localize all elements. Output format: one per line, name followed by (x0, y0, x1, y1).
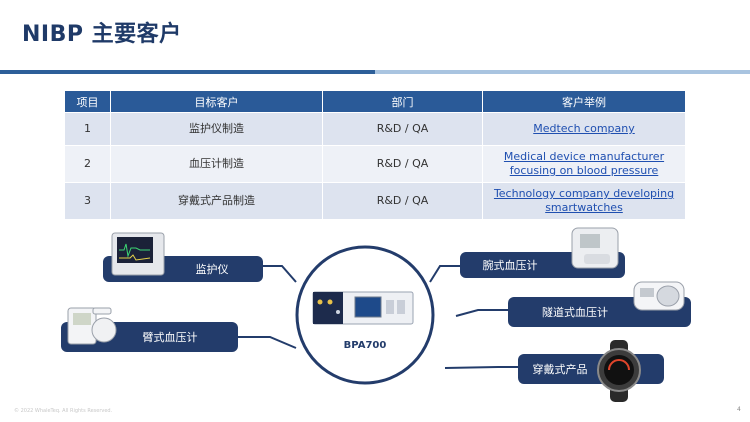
node-wearable-label: 穿戴式产品 (533, 362, 588, 376)
node-monitor: 监护仪 (103, 232, 263, 282)
device-diagram: BPA700 监护仪 臂式血压计 腕 (61, 227, 691, 402)
connector-arm-bp (238, 336, 297, 349)
title-underline-light (375, 70, 750, 74)
copyright-footer: © 2022 WhaleTeq. All Rights Reserved. (14, 408, 113, 414)
node-wrist-bp: 腕式血压计 (460, 227, 625, 278)
connector-wearable (444, 366, 518, 369)
node-tunnel-bp: 隧道式血压计 (508, 281, 691, 327)
cell-id: 1 (64, 112, 111, 146)
customer-table: 项目 目标客户 部门 客户举例 1 监护仪制造 R&D / QA Medtech… (64, 90, 686, 220)
table-row: 2 血压计制造 R&D / QA Medical device manufact… (64, 145, 686, 183)
smartwatch-image (597, 340, 641, 402)
arm-bp-monitor-image (67, 307, 117, 345)
cell-target: 穿戴式产品制造 (110, 182, 323, 220)
example-link-line-2[interactable]: smartwatches (545, 201, 623, 214)
cell-target: 血压计制造 (110, 145, 323, 183)
example-link[interactable]: Medtech company (482, 112, 686, 146)
example-link-line-1[interactable]: Medical device manufacturer (503, 150, 665, 163)
cell-dept: R&D / QA (322, 182, 483, 220)
node-arm-bp: 臂式血压计 (61, 307, 238, 352)
table-row: 3 穿戴式产品制造 R&D / QA Technology company de… (64, 182, 686, 220)
cell-id: 2 (64, 145, 111, 183)
col-header-target: 目标客户 (110, 90, 323, 113)
bpa700-device-image (312, 291, 414, 325)
table-row: 1 监护仪制造 R&D / QA Medtech company (64, 112, 686, 146)
node-arm-bp-label: 臂式血压计 (143, 330, 198, 344)
wrist-bp-monitor-image (571, 227, 619, 269)
col-header-dept: 部门 (322, 90, 483, 113)
page-number: 4 (737, 406, 741, 413)
node-monitor-label: 监护仪 (196, 262, 229, 276)
example-link-line-1[interactable]: Medtech company (533, 122, 635, 135)
col-header-example: 客户举例 (482, 90, 686, 113)
connector-tunnel-bp (455, 309, 508, 317)
table-header-row: 项目 目标客户 部门 客户举例 (64, 90, 686, 113)
col-header-item: 项目 (64, 90, 111, 113)
page-title: NIBP 主要客户 (22, 22, 182, 47)
connector-monitor (262, 265, 297, 283)
node-tunnel-bp-label: 隧道式血压计 (542, 305, 608, 319)
connector-lines (238, 265, 518, 369)
connector-wrist-bp (429, 265, 460, 283)
cell-dept: R&D / QA (322, 145, 483, 183)
title-underline-dark (0, 70, 375, 74)
tunnel-bp-monitor-image (633, 281, 685, 311)
example-link-line-2[interactable]: focusing on blood pressure (509, 164, 659, 177)
cell-dept: R&D / QA (322, 112, 483, 146)
patient-monitor-image (111, 232, 165, 276)
example-link-line-1[interactable]: Technology company developing (493, 187, 675, 200)
node-wrist-bp-label: 腕式血压计 (483, 258, 538, 272)
node-wearable: 穿戴式产品 (518, 340, 664, 402)
cell-target: 监护仪制造 (110, 112, 323, 146)
center-label: BPA700 (344, 340, 387, 351)
cell-id: 3 (64, 182, 111, 220)
